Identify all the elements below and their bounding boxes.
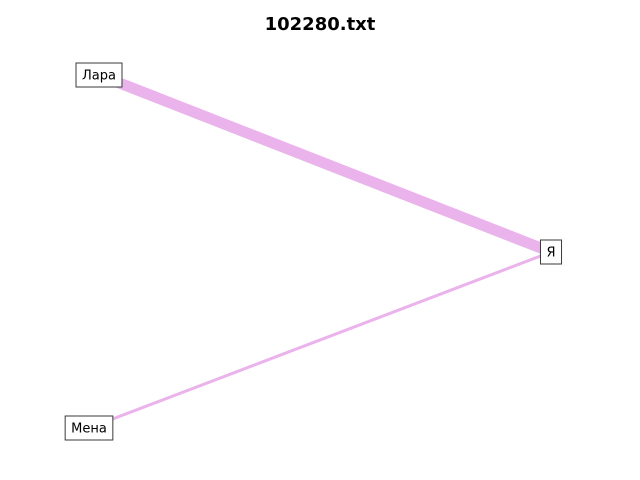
node-label: Мена: [71, 422, 107, 437]
node-label: Лара: [82, 69, 116, 84]
edge-lara-ya: [96, 69, 554, 258]
node-ya: Я: [539, 239, 563, 265]
edge-mena-ya: [88, 250, 552, 430]
node-label: Я: [546, 246, 555, 261]
node-box: [75, 62, 123, 88]
edge-layer: [88, 69, 554, 430]
diagram-title: 102280.txt: [265, 14, 376, 35]
node-lara: Лара: [75, 62, 123, 88]
node-mena: Мена: [64, 415, 114, 441]
node-box: [539, 239, 563, 265]
node-box: [64, 415, 114, 441]
